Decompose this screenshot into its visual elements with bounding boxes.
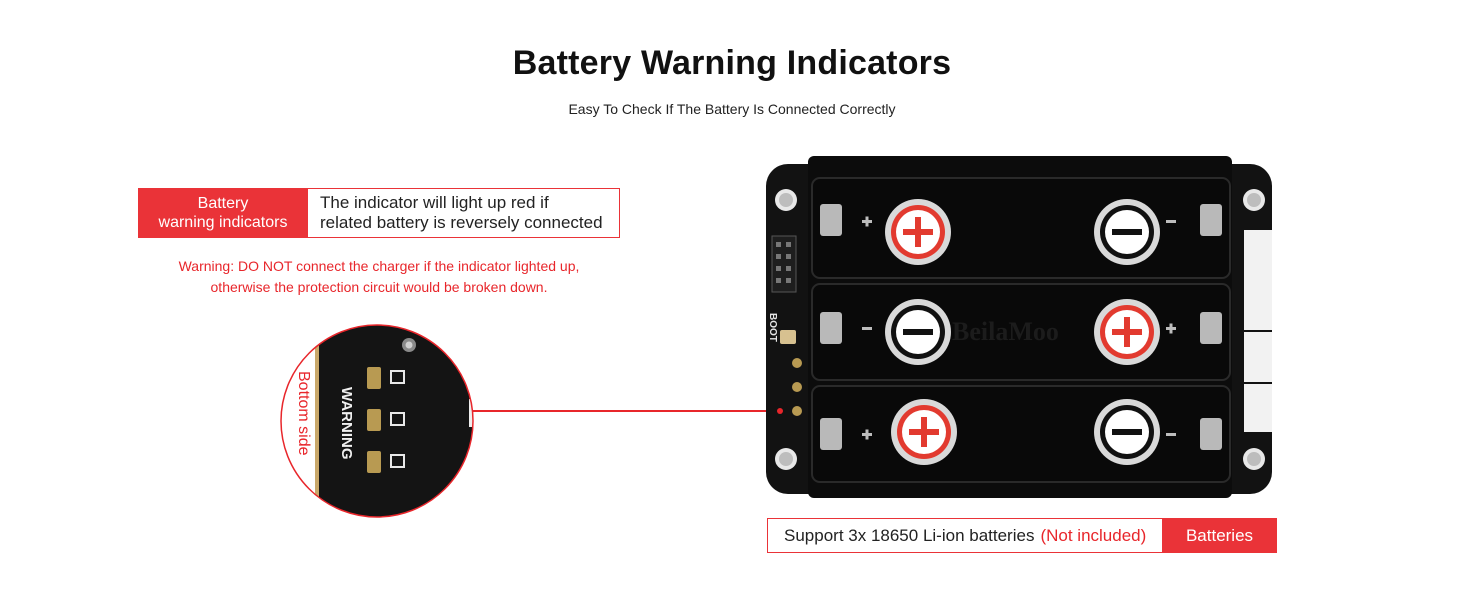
zoom-warning-label: WARNING bbox=[338, 387, 355, 460]
slot1-positive-terminal bbox=[885, 199, 951, 265]
page-subtitle: Easy To Check If The Battery Is Connecte… bbox=[568, 101, 896, 117]
zoom-bottom-view: WARNING Bottom side bbox=[280, 324, 474, 518]
battery-board: BOOT BeilaMoo bbox=[766, 156, 1272, 498]
indicator-tag-line1: Battery bbox=[197, 195, 249, 212]
warning-led-1 bbox=[367, 367, 405, 389]
jst-connectors bbox=[1244, 230, 1272, 432]
batteries-tag: Batteries bbox=[1162, 518, 1277, 553]
brand-mark: BeilaMoo bbox=[952, 317, 1059, 346]
battery-not-included-note: (Not included) bbox=[1040, 525, 1147, 545]
slot1-negative-terminal bbox=[1094, 199, 1160, 265]
connector-line bbox=[473, 410, 780, 412]
battery-callout: Support 3x 18650 Li-ion batteries (Not i… bbox=[767, 518, 1277, 553]
indicator-description: The indicator will light up red if relat… bbox=[308, 188, 620, 238]
slot2-negative-terminal bbox=[885, 299, 951, 365]
slot3-negative-terminal bbox=[1094, 399, 1160, 465]
indicator-callout: Battery warning indicators The indicator… bbox=[138, 188, 620, 238]
slot2-positive-terminal bbox=[1094, 299, 1160, 365]
slot3-positive-terminal bbox=[891, 399, 957, 465]
warning-text: Warning: DO NOT connect the charger if t… bbox=[138, 256, 620, 298]
warning-led-3 bbox=[367, 451, 405, 473]
indicator-desc-line1: The indicator will light up red if bbox=[320, 193, 549, 212]
indicator-tag-line2: warning indicators bbox=[158, 214, 288, 231]
page-title: Battery Warning Indicators bbox=[512, 44, 952, 82]
warning-led-2 bbox=[367, 409, 405, 431]
boot-label: BOOT bbox=[767, 313, 778, 342]
warning-line2: otherwise the protection circuit would b… bbox=[210, 279, 548, 295]
indicator-desc-line2: related battery is reversely connected bbox=[320, 213, 603, 232]
warning-line1: Warning: DO NOT connect the charger if t… bbox=[178, 258, 580, 274]
battery-description: Support 3x 18650 Li-ion batteries (Not i… bbox=[767, 518, 1162, 553]
indicator-tag: Battery warning indicators bbox=[138, 188, 308, 238]
zoom-side-label: Bottom side bbox=[295, 371, 312, 456]
battery-desc-text: Support 3x 18650 Li-ion batteries bbox=[784, 525, 1035, 545]
